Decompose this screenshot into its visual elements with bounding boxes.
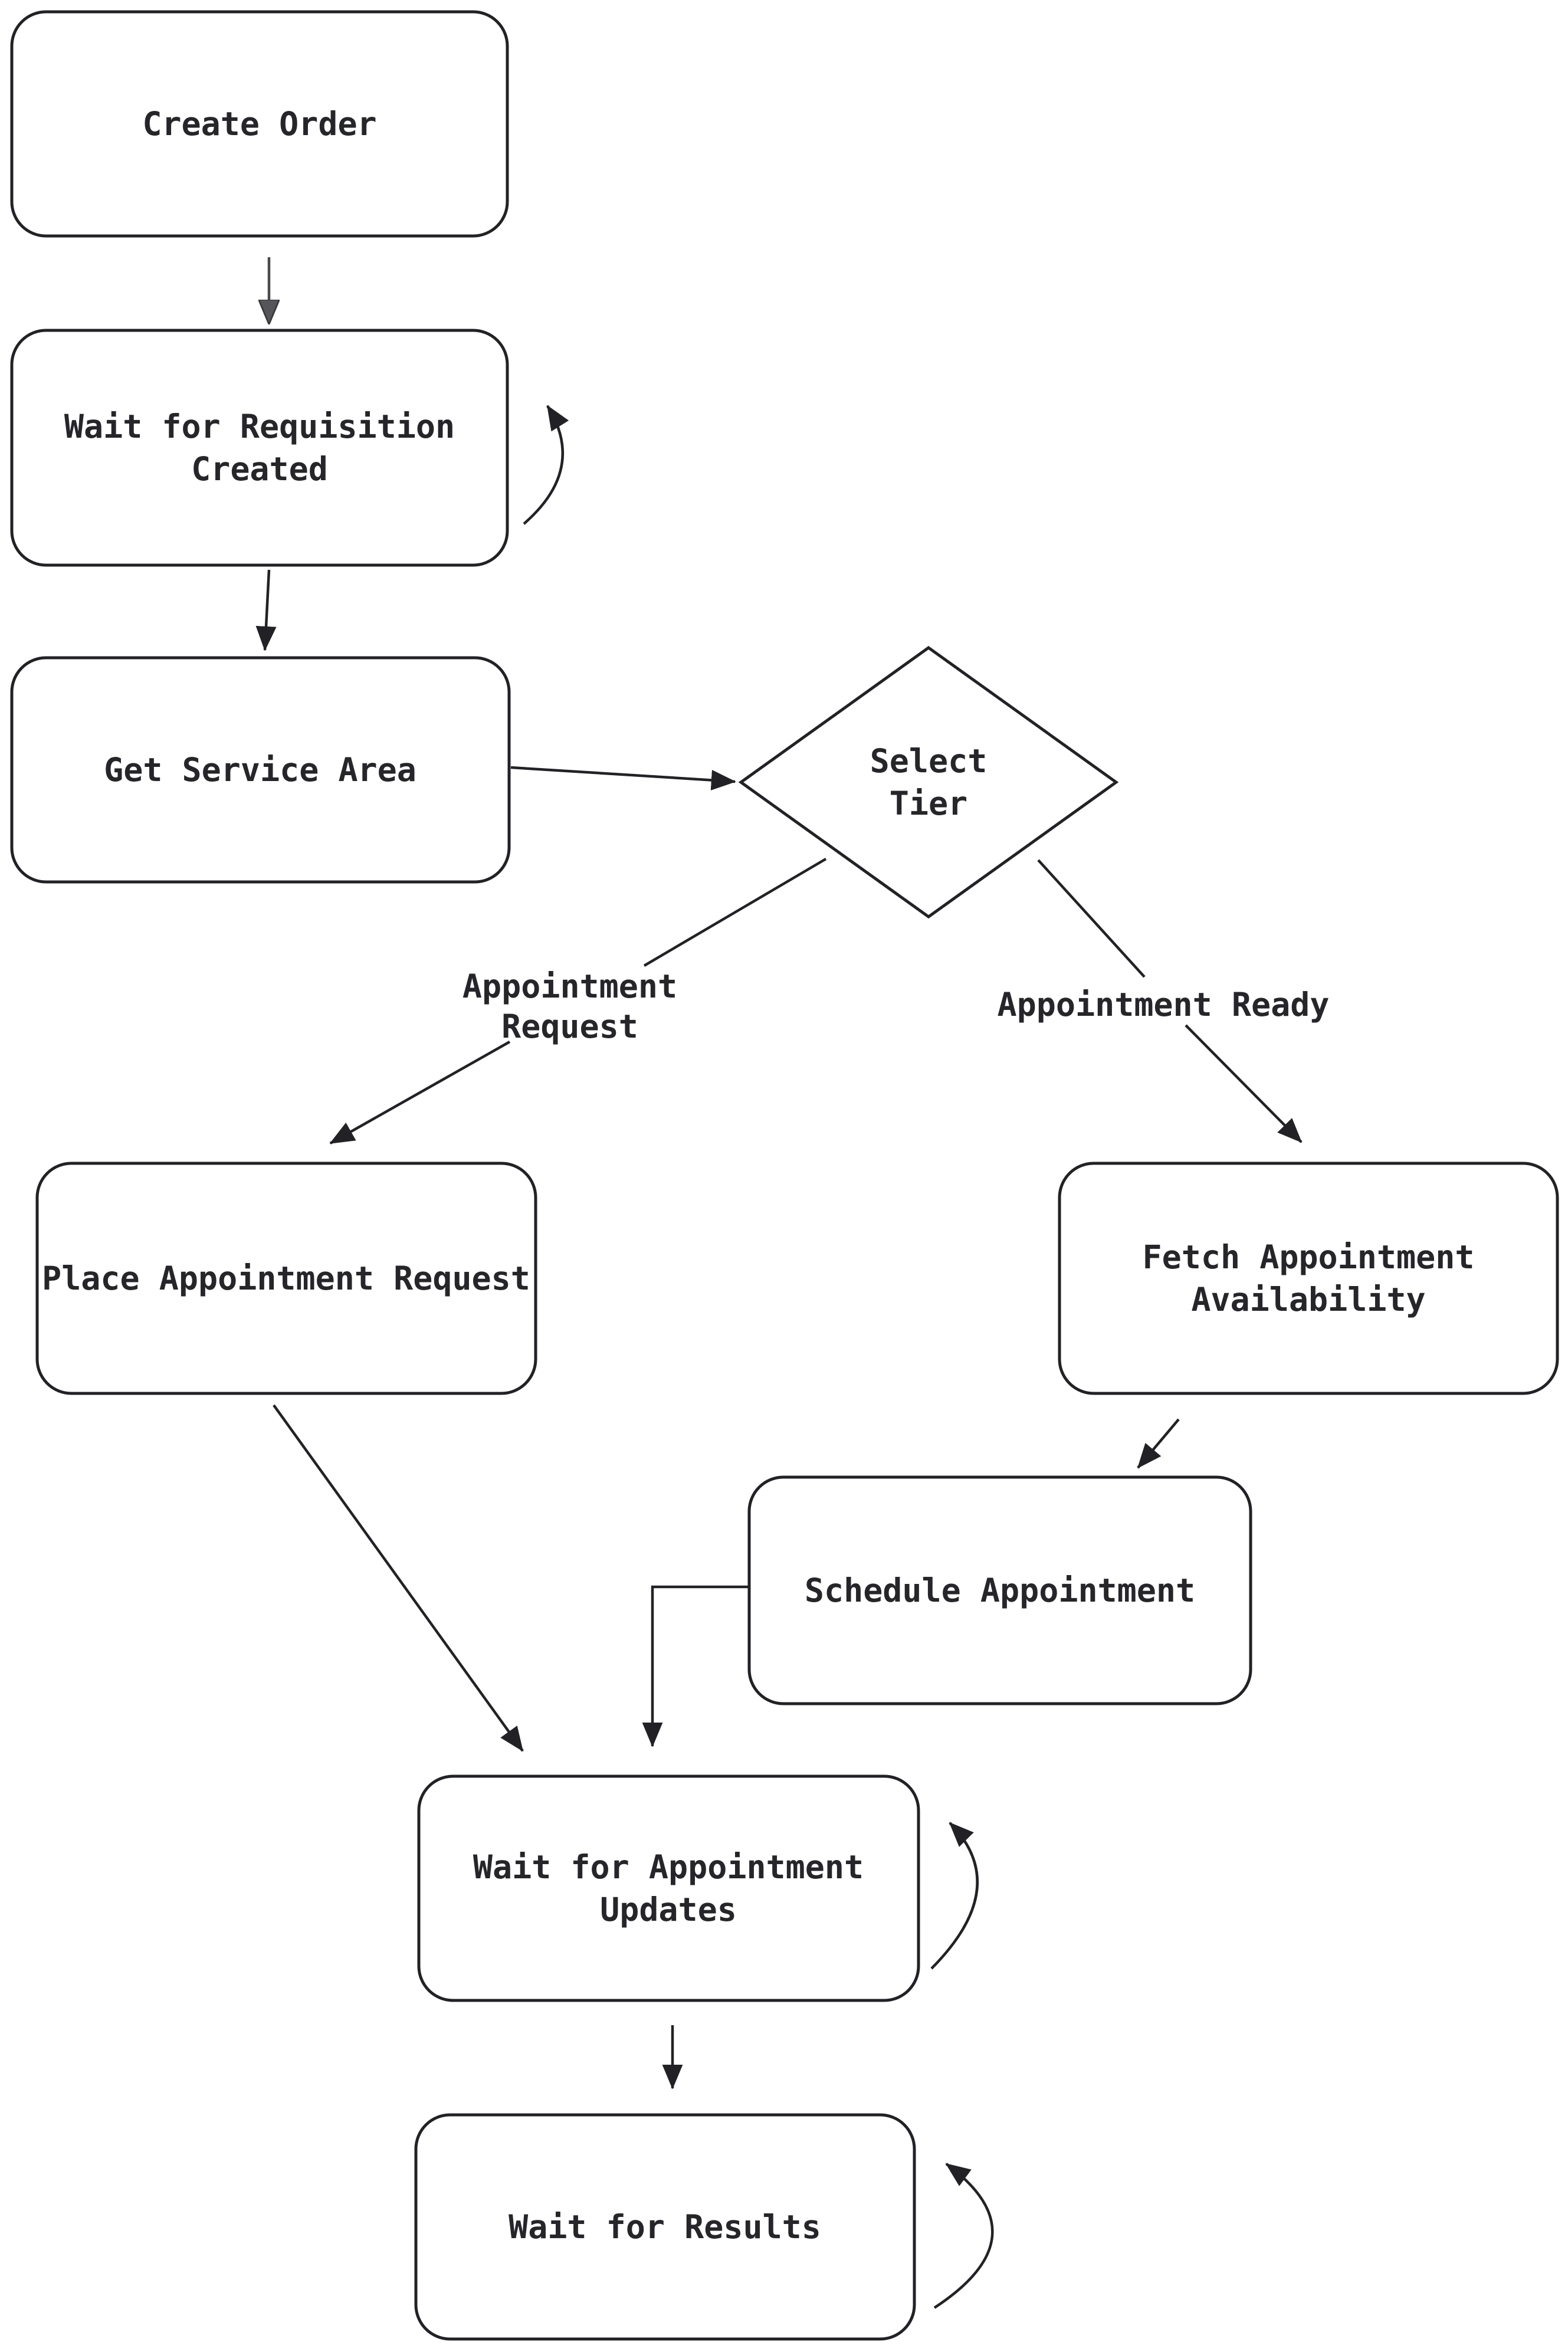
node-wait-updates-label-line2: Updates	[600, 1891, 737, 1928]
node-schedule-appointment: Schedule Appointment	[747, 1475, 1252, 1705]
node-create-order: Create Order	[10, 10, 509, 238]
node-wait-updates: Wait for Appointment Updates	[417, 1774, 920, 2002]
edge-label-appointment-request-line1: Appointment	[462, 967, 677, 1005]
self-loop-wait-requisition	[523, 405, 569, 525]
node-get-service-area-label: Get Service Area	[104, 751, 416, 789]
edge-place-request-to-wait-updates	[273, 1404, 524, 1752]
edge-get-service-area-to-select-tier	[510, 766, 736, 790]
node-get-service-area-shape	[10, 656, 511, 884]
node-wait-requisition-label-line1: Wait for Requisition	[64, 408, 455, 445]
node-wait-requisition: Wait for Requisition Created	[10, 329, 509, 567]
edge-schedule-appointment-to-wait-updates	[642, 1585, 749, 1747]
node-fetch-availability-label-line2: Availability	[1191, 1281, 1425, 1318]
node-place-request-label: Place Appointment Request	[42, 1259, 530, 1297]
edge-fetch-availability-to-schedule-appointment	[1137, 1418, 1180, 1469]
edge-select-tier-to-fetch-availability-segment1	[1037, 859, 1146, 978]
edge-label-appointment-request-line2: Request	[501, 1008, 638, 1045]
node-place-request: Place Appointment Request	[35, 1162, 537, 1395]
edge-select-tier-to-place-request-segment2	[329, 1041, 511, 1144]
edge-label-appointment-ready: Appointment Ready	[998, 986, 1330, 1024]
node-create-order-label: Create Order	[142, 105, 376, 143]
edge-select-tier-to-place-request-segment1	[643, 858, 827, 967]
node-select-tier-shape	[738, 645, 1119, 919]
node-create-order-shape	[10, 10, 509, 238]
node-schedule-appointment-shape	[747, 1475, 1252, 1705]
node-select-tier-label-line2: Tier	[890, 785, 967, 822]
node-wait-results-shape	[414, 2113, 916, 2341]
node-fetch-availability-shape	[1058, 1162, 1559, 1395]
node-get-service-area: Get Service Area	[10, 656, 511, 884]
edge-wait-requisition-to-get-service-area	[255, 569, 277, 651]
node-wait-requisition-label-line2: Created	[191, 450, 328, 488]
node-place-request-shape	[35, 1162, 537, 1395]
node-schedule-appointment-label: Schedule Appointment	[805, 1572, 1195, 1609]
node-select-tier-label-line1: Select	[870, 742, 988, 780]
node-fetch-availability-label-line1: Fetch Appointment	[1143, 1238, 1475, 1276]
node-select-tier: Select Tier	[738, 645, 1119, 919]
node-fetch-availability: Fetch Appointment Availability	[1058, 1162, 1559, 1395]
node-wait-updates-shape	[417, 1774, 920, 2002]
edge-select-tier-to-fetch-availability-segment2	[1185, 1024, 1303, 1143]
node-wait-requisition-shape	[10, 329, 509, 567]
node-wait-results: Wait for Results	[414, 2113, 916, 2341]
node-wait-results-label: Wait for Results	[509, 2208, 821, 2246]
node-wait-updates-label-line1: Wait for Appointment	[473, 1848, 864, 1886]
edge-label-appointment-request: Appointment Request	[462, 967, 677, 1045]
self-loop-wait-updates	[930, 1822, 979, 1970]
self-loop-wait-results	[933, 2163, 994, 2309]
